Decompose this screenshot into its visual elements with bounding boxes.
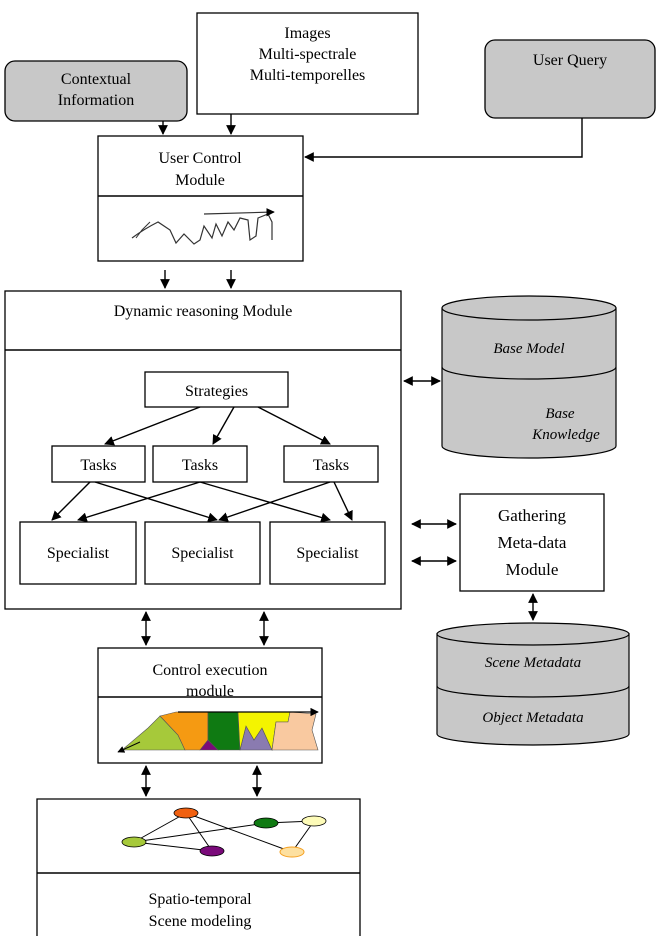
- scene-metadata-label: Scene Metadata: [485, 655, 581, 671]
- strategy-to-task-arrow-3: [257, 406, 331, 445]
- gathering-label-3: Module: [506, 560, 559, 579]
- dynamic-reasoning-title: Dynamic reasoning Module: [114, 303, 293, 320]
- sketch-scribble-icon: [131, 208, 275, 245]
- user-control-label-1: User Control: [158, 150, 242, 167]
- specialist-box-1: Specialist: [19, 521, 137, 585]
- task-to-specialist-arrow-6: [333, 481, 353, 521]
- user-control-label-2: Module: [175, 172, 225, 189]
- strategies-label: Strategies: [185, 383, 248, 400]
- scene-graph-image: [121, 807, 327, 858]
- control-execution-label-2: module: [186, 683, 234, 700]
- images-label-1: Images: [284, 25, 330, 42]
- dynamic-reasoning-module: Dynamic reasoning Module Strategies Task…: [4, 290, 402, 610]
- task-to-specialist-arrow-5: [218, 481, 331, 522]
- task-to-specialist-arrow-1: [51, 481, 91, 521]
- strategies-box: Strategies: [144, 371, 289, 408]
- user-query-to-user-control-arrow: [304, 118, 583, 162]
- knowledge-database-cylinder: Base Model Base Knowledge: [441, 295, 617, 459]
- base-knowledge-label-2: Knowledge: [531, 427, 600, 443]
- specialist-box-3: Specialist: [269, 521, 386, 585]
- scene-modeling-label-1: Spatio-temporal: [148, 891, 252, 908]
- task-to-specialist-arrow-3: [77, 481, 201, 523]
- specialist-label-1: Specialist: [47, 545, 110, 562]
- graph-node-peach: [279, 846, 305, 858]
- object-metadata-label: Object Metadata: [482, 710, 583, 726]
- graph-node-purple: [199, 845, 225, 857]
- strategy-to-task-arrow-2: [212, 406, 235, 445]
- segmentation-map-image: [117, 707, 319, 753]
- gathering-label-2: Meta-data: [498, 533, 567, 552]
- task-box-2: Tasks: [152, 445, 248, 483]
- graph-node-orange: [173, 807, 199, 819]
- task-box-3: Tasks: [283, 445, 379, 483]
- contextual-information-box: Contextual Information: [4, 60, 188, 122]
- region-dark-green: [207, 711, 241, 751]
- images-label-2: Multi-spectrale: [259, 46, 357, 63]
- gathering-metadata-module: Gathering Meta-data Module: [459, 493, 605, 592]
- graph-node-light-green: [121, 836, 147, 848]
- task-to-specialist-arrow-4: [199, 481, 331, 523]
- specialist-label-2: Specialist: [171, 545, 234, 562]
- user-query-label: User Query: [533, 52, 607, 69]
- task-label-3: Tasks: [313, 457, 349, 474]
- images-box: Images Multi-spectrale Multi-temporelles: [196, 12, 419, 115]
- task-box-1: Tasks: [51, 445, 146, 483]
- task-label-2: Tasks: [182, 457, 218, 474]
- images-label-3: Multi-temporelles: [250, 67, 366, 84]
- region-peach: [271, 711, 319, 751]
- contextual-label-1: Contextual: [61, 71, 132, 88]
- specialist-label-3: Specialist: [296, 545, 359, 562]
- base-knowledge-label-1: Base: [545, 406, 575, 422]
- user-control-module: User Control Module: [97, 135, 304, 262]
- control-execution-module: Control execution module: [97, 647, 323, 764]
- scene-modeling-label-2: Scene modeling: [149, 913, 252, 930]
- metadata-database-cylinder: Scene Metadata Object Metadata: [436, 622, 630, 746]
- contextual-label-2: Information: [58, 92, 134, 109]
- base-model-label: Base Model: [493, 341, 564, 357]
- strategy-to-task-arrow-1: [104, 406, 201, 446]
- specialist-box-2: Specialist: [144, 521, 261, 585]
- graph-node-dark-green: [253, 817, 279, 829]
- user-query-box: User Query: [484, 39, 656, 119]
- scene-modeling-module: Spatio-temporal Scene modeling: [36, 798, 361, 936]
- task-to-specialist-arrow-2: [94, 481, 218, 523]
- control-execution-label-1: Control execution: [152, 662, 267, 679]
- graph-node-pale-yellow: [301, 815, 327, 827]
- task-label-1: Tasks: [80, 457, 116, 474]
- gathering-label-1: Gathering: [498, 506, 566, 525]
